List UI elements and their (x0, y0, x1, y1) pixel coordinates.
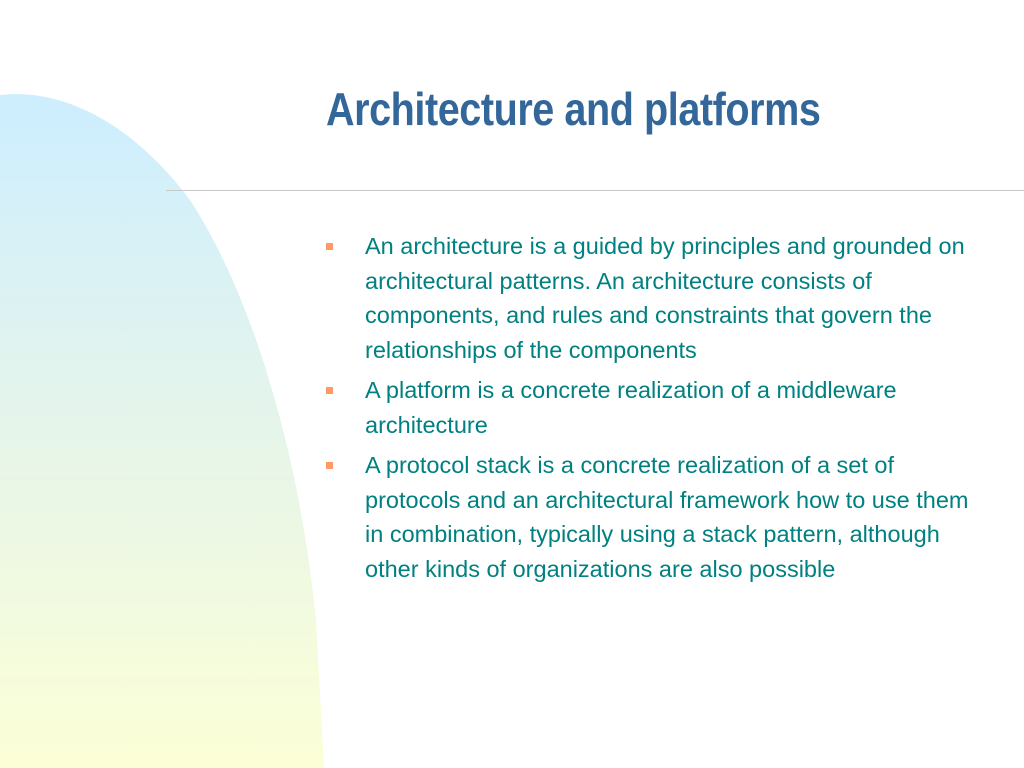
slide-title: Architecture and platforms (326, 83, 821, 135)
bullet-text: An architecture is a guided by principle… (365, 233, 965, 363)
bullet-item: A platform is a concrete realization of … (324, 373, 984, 442)
bullet-list: An architecture is a guided by principle… (324, 229, 984, 592)
bullet-item: A protocol stack is a concrete realizati… (324, 448, 984, 586)
bullet-item: An architecture is a guided by principle… (324, 229, 984, 367)
title-divider (166, 190, 1024, 191)
square-bullet-icon (326, 462, 333, 469)
square-bullet-icon (326, 243, 333, 250)
bullet-text: A protocol stack is a concrete realizati… (365, 452, 969, 582)
arc-shape (0, 94, 324, 768)
square-bullet-icon (326, 387, 333, 394)
bullet-text: A platform is a concrete realization of … (365, 377, 897, 438)
